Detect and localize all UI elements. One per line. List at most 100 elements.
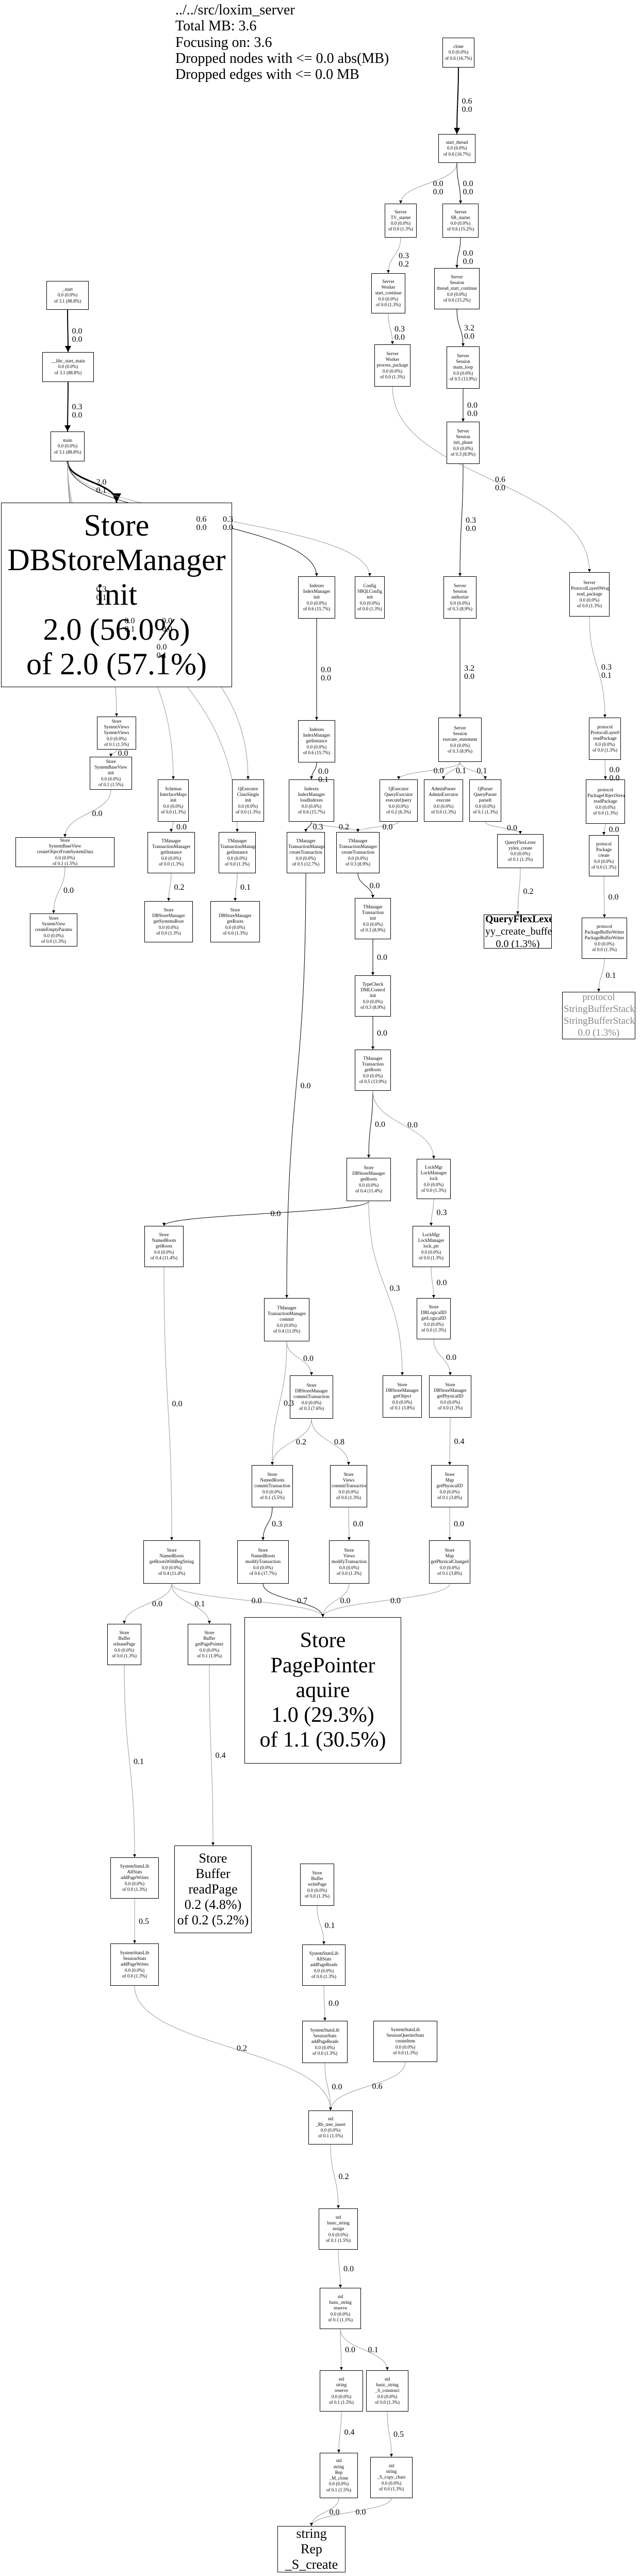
- node-text: std: [335, 2214, 341, 2220]
- node-text: of 0.5 (13.9%): [359, 1078, 387, 1084]
- edge-sys-create-obj-to-sys-create-params: [52, 867, 65, 914]
- node-text: Server: [395, 209, 407, 214]
- node-text: Server: [382, 278, 395, 284]
- edge-weight-label: 0.1: [456, 767, 466, 775]
- node-text: commit: [280, 1317, 294, 1322]
- node-text: 0.0 (0.0%): [55, 855, 75, 860]
- node-text: commitTransaction: [293, 1394, 330, 1400]
- node-text: TManager: [348, 838, 368, 843]
- edge-init-phase-to-authorize: [458, 463, 464, 577]
- node-text: Server: [386, 351, 399, 356]
- node-text: modifyTransaction: [331, 1559, 367, 1565]
- node-text: SystemViews: [104, 724, 129, 730]
- edge-weight-label: 0.1: [601, 671, 612, 680]
- edge-weight-label: 0.6: [462, 96, 472, 106]
- node-text: Transaction: [361, 910, 384, 916]
- node-text: string: [296, 2526, 327, 2541]
- edge-weight-label: 0.1: [368, 2346, 379, 2354]
- node-text: 0.0 (0.0%): [158, 924, 179, 930]
- node-text: 0.0 (0.0%): [423, 1321, 444, 1327]
- node-text: 0.0 (0.0%): [58, 364, 78, 370]
- edge-weight-label: 0.0: [609, 825, 619, 834]
- node-text: getLogicalID: [421, 1316, 446, 1321]
- node-text: 0.0 (0.0%): [421, 1249, 441, 1255]
- node-text: init_phase: [453, 440, 473, 445]
- edge-weight-label: 0.0: [464, 672, 474, 681]
- node-text: of 0.0 (1.3%): [376, 302, 401, 307]
- node-text: of 0.6 (16.7%): [443, 151, 471, 157]
- edge-weight-label: 0.0: [355, 2508, 366, 2517]
- node-text: of 0.0 (1.3%): [393, 2050, 418, 2055]
- node-text: of 0.1 (1.5%): [328, 2317, 353, 2322]
- node-text: init: [95, 577, 137, 612]
- node-text: IndexManager: [303, 733, 331, 738]
- edge-weight-label: 0.0: [176, 823, 187, 832]
- edge-weight-label: 0.6: [196, 514, 207, 524]
- node-text: SBQLConfig: [357, 589, 382, 594]
- node-text: AdminParser: [431, 786, 456, 791]
- edge-weight-label: 0.0: [454, 1520, 464, 1528]
- edge-dbsm-commit-to-nr-commit: [271, 1418, 312, 1466]
- node-text: DBStoreManager: [434, 1388, 467, 1393]
- node-text: createObjectFromSystemData: [37, 849, 93, 855]
- node-text: Store: [230, 907, 240, 912]
- node-text: of 0.0 (1.3%): [159, 861, 184, 867]
- node-text: PackageBufferWriter: [584, 929, 624, 935]
- node-text: of 0.2 (5.2%): [177, 1912, 249, 1927]
- node-text: 0.0 (0.0%): [199, 1647, 220, 1653]
- node-text: getInstance: [160, 850, 182, 855]
- node-text: SystemStatsLib: [120, 1950, 150, 1955]
- node-text: TransactionManager: [338, 844, 377, 850]
- edge-weight-label: 0.3: [389, 1284, 400, 1293]
- node-text: of 0.0 (1.3%): [438, 1405, 463, 1410]
- node-text: 0.0 (0.0%): [595, 804, 616, 810]
- edge-weight-label: 0.2: [237, 2044, 247, 2053]
- node-text: modifyTransaction: [245, 1559, 281, 1565]
- edge-weight-label: 0.2: [338, 2172, 349, 2181]
- node-text: LockMgr: [422, 1232, 440, 1237]
- node-text: of 0.3 (8.9%): [448, 606, 472, 611]
- node-text: commitTransaction: [332, 1483, 367, 1489]
- node-text: addPageReads: [311, 2039, 339, 2045]
- edge-weight-label: 0.0: [463, 179, 473, 188]
- node-text: getRoots: [364, 1067, 381, 1073]
- node-text: 1.0 (29.3%): [271, 1703, 374, 1727]
- node-text: PagePointer: [270, 1653, 375, 1677]
- edge-weight-label: 0.0: [156, 642, 167, 652]
- node-text: clone: [453, 44, 464, 49]
- node-text: of 0.0 (1.3%): [236, 809, 260, 815]
- edge-weight-label: 0.3: [313, 823, 323, 832]
- node-text: of 0.0 (1.3%): [336, 1494, 361, 1500]
- node-text: Store: [159, 1232, 169, 1237]
- node-text: 0.0 (0.0%): [114, 1647, 135, 1653]
- node-text: SystemStatsLib: [310, 2027, 340, 2033]
- node-text: Views: [343, 1553, 355, 1559]
- node-text: getRoots: [226, 919, 243, 924]
- node-text: TransactionManager: [267, 1311, 306, 1317]
- node-text: Store: [429, 1304, 439, 1309]
- node-text: of 0.1 (1.3%): [473, 809, 498, 815]
- edge-weight-label: 0.0: [318, 767, 328, 776]
- node-text: of 0.1 (1.5%): [329, 2399, 354, 2405]
- node-text: 0.0 (0.0%): [595, 741, 615, 747]
- node-text: of 0.5 (13.9%): [449, 376, 477, 381]
- node-text: of 0.3 (8.9%): [360, 1004, 385, 1010]
- node-text: IndexManager: [303, 589, 331, 594]
- node-text: init: [366, 594, 373, 600]
- node-text: 0.0 (0.0%): [388, 803, 409, 809]
- node-text: 0.0 (0.0%): [363, 1073, 383, 1078]
